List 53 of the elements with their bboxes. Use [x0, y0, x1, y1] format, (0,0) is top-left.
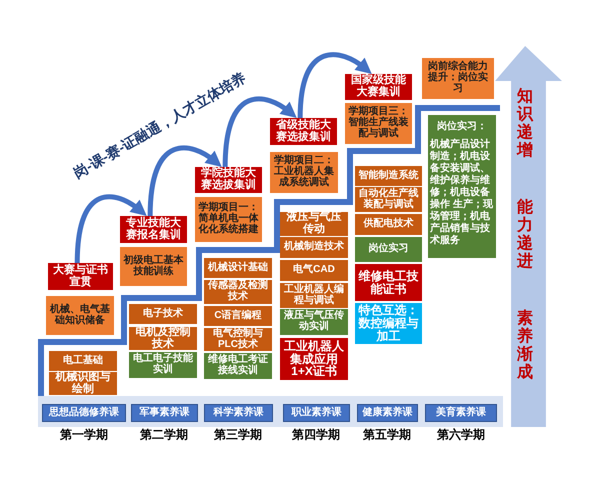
course-box: 电气CAD — [280, 260, 348, 281]
training-box: 省级技能大赛选拔集训 — [270, 118, 337, 145]
course-box: 电子技术 — [129, 304, 197, 324]
arrow-label: 素养渐成 — [516, 310, 534, 382]
semester-label: 第三学期 — [214, 426, 262, 444]
curved-arrow — [148, 146, 222, 216]
semester-label: 第二学期 — [140, 426, 188, 444]
course-tab: 军事素养课 — [131, 404, 198, 422]
certificate-box: 维修电工技能证书 — [355, 264, 422, 301]
course-tab: 健康素养课 — [357, 404, 418, 422]
semester-label: 第五学期 — [363, 426, 411, 444]
course-box: 供配电技术 — [355, 214, 422, 235]
training-box: 学院技能大赛选拔集训 — [195, 167, 262, 193]
curved-arrow — [222, 96, 298, 168]
course-tab: 美育素养课 — [425, 404, 497, 422]
practice-box: 维修电工考证接线实训 — [204, 353, 272, 379]
box-heading: 岗位实习： — [436, 122, 488, 133]
course-box: 机械制造技术 — [280, 237, 348, 258]
course-box: 自动化生产线装配与调试 — [355, 187, 422, 212]
course-box: 电工基础 — [49, 351, 117, 371]
project-box: 学期项目二：工业机器人集成系统调试 — [270, 152, 338, 193]
project-box: 学期项目一：简单机电一体化化系统搭建 — [195, 197, 262, 242]
course-box: 工业机器人编程与调试 — [280, 283, 348, 308]
semester-label: 第六学期 — [437, 426, 485, 444]
arrow-label: 知识递增 — [516, 88, 534, 160]
course-box: 机械设计基础 — [204, 258, 272, 278]
course-band — [38, 396, 503, 427]
project-box: 初级电工基本技能训练 — [120, 247, 187, 286]
box-text: 机械产品设计制造；机电设备安装调试、维护保养与维修；机电设备操作 生产；现场管理；机电产品销售与技术服务 — [430, 138, 494, 247]
semester-label: 第一学期 — [60, 426, 108, 444]
internship-box — [428, 115, 496, 258]
course-box: C语言编程 — [204, 306, 272, 326]
elective-box: 特色互选：数控编程与加工 — [355, 303, 422, 344]
course-tab: 科学素养课 — [204, 404, 273, 422]
practice-box: 液压与气压传动实训 — [280, 309, 348, 335]
course-box: 电气控制与PLC技术 — [204, 328, 272, 351]
project-box: 岗前综合能力提升：岗位实习 — [422, 58, 494, 99]
training-box: 国家级技能大赛集训 — [345, 74, 412, 100]
certificate-box: 工业机器人集成应用1+X证书 — [280, 338, 348, 380]
project-box: 机械、电气基础知识储备 — [46, 296, 114, 335]
arrow-label: 能力递进 — [516, 199, 534, 271]
semester-label: 第四学期 — [292, 426, 340, 444]
curved-arrow — [74, 194, 148, 264]
course-tab: 职业素养课 — [283, 404, 350, 422]
curved-arrow — [298, 52, 372, 118]
course-box: 传感器及检测技术 — [204, 280, 272, 304]
training-box: 专业技能大赛报名集训 — [120, 216, 187, 243]
training-box: 大赛与证书宣贯 — [48, 263, 113, 290]
course-box: 智能制造系统 — [355, 166, 422, 186]
practice-box: 岗位实习 — [355, 237, 422, 262]
practice-box: 电工电子技能实训 — [129, 352, 197, 378]
project-box: 学期项目三：智能生产线装配与调试 — [345, 103, 412, 144]
course-tab: 思想品德修养课 — [42, 404, 126, 422]
